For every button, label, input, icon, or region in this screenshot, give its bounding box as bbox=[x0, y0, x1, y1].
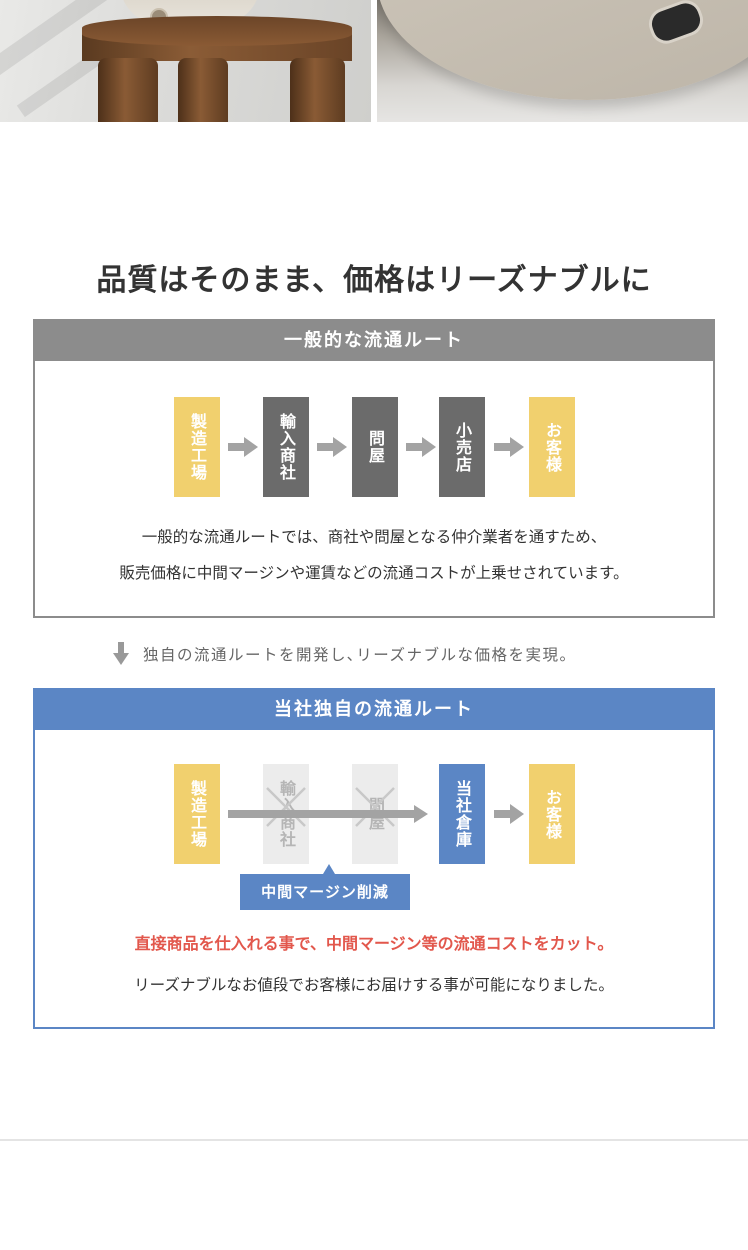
general-route-description: 一般的な流通ルートでは、商社や問屋となる仲介業者を通すため、 販売価格に中間マー… bbox=[35, 519, 713, 591]
section-divider bbox=[0, 1139, 748, 1141]
general-route-panel: 一般的な流通ルート 製造工場 輸入商社 問屋 小売店 お客様 一般的な流通ルート… bbox=[33, 319, 715, 618]
step-customer: お客様 bbox=[529, 764, 575, 864]
flow-arrow-icon bbox=[317, 437, 347, 457]
section-heading: 品質はそのまま、価格はリーズナブルに bbox=[96, 263, 652, 298]
wooden-stool bbox=[82, 16, 352, 46]
step-retailer: 小売店 bbox=[439, 397, 485, 497]
direct-flow-arrow-icon bbox=[228, 805, 431, 823]
own-route-description: リーズナブルなお値段でお客様にお届けする事が可能になりました。 bbox=[134, 976, 614, 994]
product-photo-left bbox=[0, 0, 371, 122]
cross-icon bbox=[352, 784, 398, 830]
transition-note: 独自の流通ルートを開発し､リーズナブルな価格を実現。 bbox=[113, 640, 576, 668]
margin-reduction-badge: 中間マージン削減 bbox=[240, 874, 410, 910]
flow-arrow-icon bbox=[494, 437, 524, 457]
general-route-title: 一般的な流通ルート bbox=[35, 321, 713, 361]
flow-arrow-icon bbox=[494, 804, 524, 824]
general-description-line2: 販売価格に中間マージンや運賃などの流通コストが上乗せされています。 bbox=[119, 564, 629, 582]
general-route-flow: 製造工場 輸入商社 問屋 小売店 お客様 bbox=[35, 397, 713, 497]
product-photo-right bbox=[377, 0, 748, 122]
general-description-line1: 一般的な流通ルートでは、商社や問屋となる仲介業者を通すため、 bbox=[141, 528, 607, 546]
own-route-highlight: 直接商品を仕入れる事で、中間マージン等の流通コストをカット。 bbox=[134, 934, 614, 953]
step-customer: お客様 bbox=[529, 397, 575, 497]
transition-note-text: 独自の流通ルートを開発し､リーズナブルな価格を実現。 bbox=[143, 646, 577, 664]
step-factory: 製造工場 bbox=[174, 397, 220, 497]
flow-arrow-icon bbox=[228, 437, 258, 457]
step-importer: 輸入商社 bbox=[263, 397, 309, 497]
own-route-panel: 当社独自の流通ルート 製造工場 輸入商社 問屋 当社倉庫 お客様 中間マージン削… bbox=[33, 688, 715, 1029]
down-arrow-icon bbox=[113, 642, 129, 666]
step-factory: 製造工場 bbox=[174, 764, 220, 864]
cross-icon bbox=[263, 784, 309, 830]
badge-pointer bbox=[323, 864, 335, 874]
step-own-warehouse: 当社倉庫 bbox=[439, 764, 485, 864]
own-route-title: 当社独自の流通ルート bbox=[35, 690, 713, 730]
step-wholesaler: 問屋 bbox=[352, 397, 398, 497]
flow-arrow-icon bbox=[406, 437, 436, 457]
own-route-flow: 製造工場 輸入商社 問屋 当社倉庫 お客様 bbox=[35, 764, 713, 864]
